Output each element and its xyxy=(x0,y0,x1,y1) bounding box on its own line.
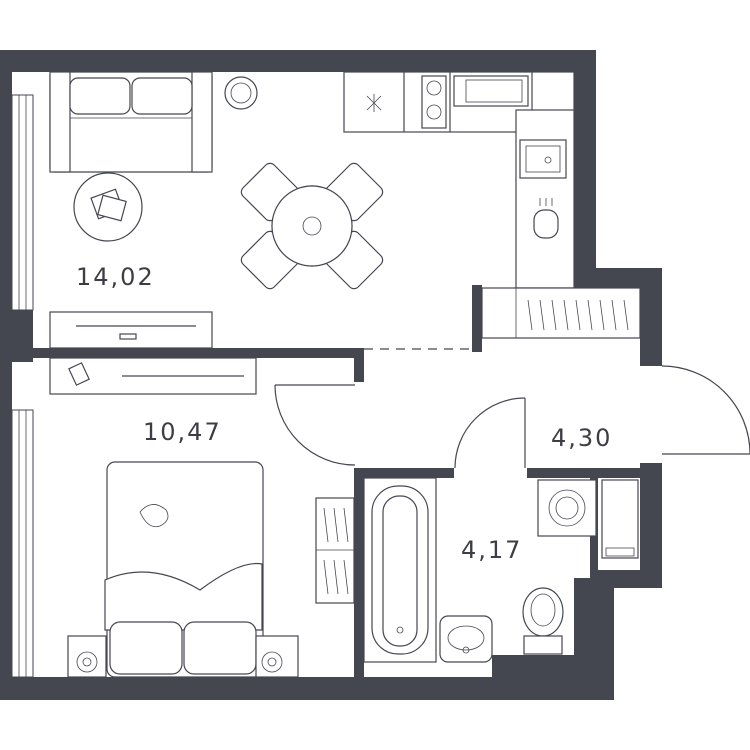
bed-icon xyxy=(104,461,264,678)
cabinet-icon xyxy=(601,479,639,559)
shelf-icon xyxy=(49,357,257,395)
walls xyxy=(0,50,662,700)
washing-machine-icon xyxy=(537,479,597,537)
sink-icon xyxy=(519,139,567,179)
tv-stand-icon xyxy=(49,311,213,349)
snowflake-icon xyxy=(366,94,382,112)
washbasin-icon xyxy=(439,615,493,663)
oven-icon xyxy=(453,75,529,107)
hall-area: 4,30 xyxy=(551,424,612,452)
bathtub-icon xyxy=(363,477,437,663)
stove-icon xyxy=(421,75,447,129)
bathroom-area: 4,17 xyxy=(461,536,522,564)
nightstand-left-icon xyxy=(67,635,107,678)
toilet-icon xyxy=(522,587,564,655)
windows xyxy=(11,94,34,678)
dining-table-icon xyxy=(240,162,384,290)
bedroom-area: 10,47 xyxy=(143,418,222,446)
nightstand-right-icon xyxy=(255,635,299,678)
doors xyxy=(274,348,750,469)
wardrobe-icon xyxy=(315,497,355,604)
hood-icon xyxy=(533,198,559,239)
sofa-icon xyxy=(49,71,213,173)
living-room-area: 14,02 xyxy=(76,263,155,291)
coffee-table-icon xyxy=(73,172,143,242)
armchair-icon xyxy=(224,76,258,110)
closet-icon xyxy=(481,287,641,339)
